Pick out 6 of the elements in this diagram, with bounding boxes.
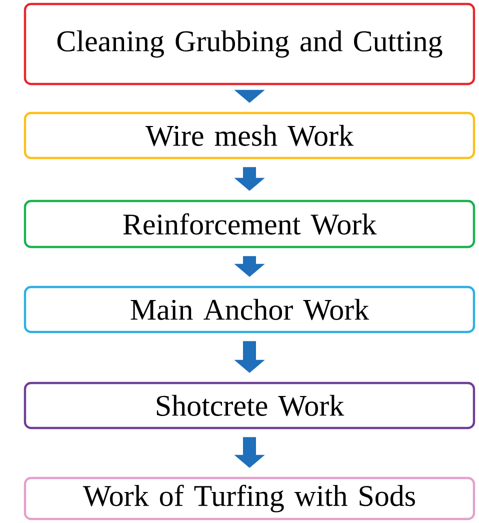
step-box: Reinforcement Work — [24, 200, 476, 248]
step-box: Main Anchor Work — [24, 286, 476, 334]
step-box: Shotcrete Work — [24, 382, 476, 430]
step-box: Cleaning Grubbing and Cutting — [24, 2, 476, 86]
step-box: Work of Turfing with Sods — [24, 476, 476, 520]
step-box: Wire mesh Work — [24, 112, 476, 160]
